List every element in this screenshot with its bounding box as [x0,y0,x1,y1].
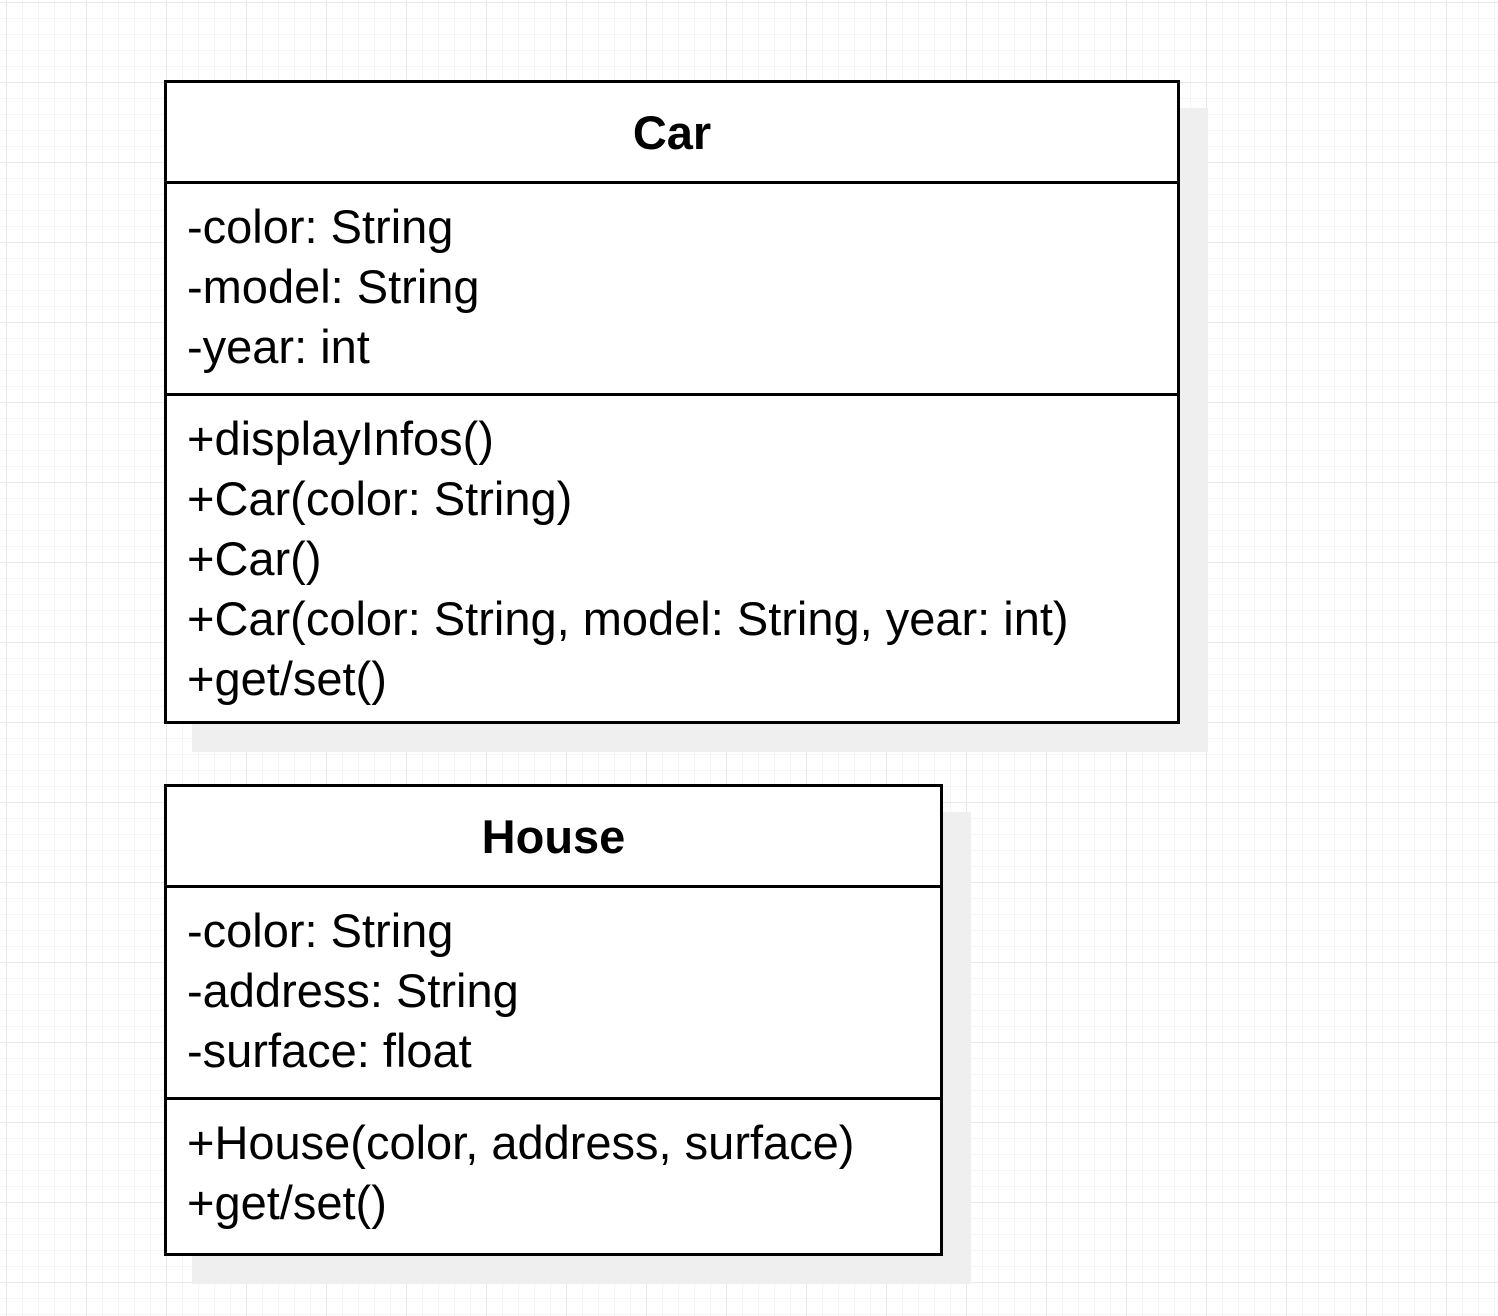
method: +House(color, address, surface) [187,1116,855,1169]
class-name: House [167,787,940,888]
attribute: -year: int [187,320,370,373]
method: +Car(color: String, model: String, year:… [187,592,1069,645]
attributes-section: -color: String -model: String -year: int [167,184,1177,396]
class-house[interactable]: House -color: String -address: String -s… [164,784,943,1256]
attribute: -color: String [187,904,454,957]
method: +Car() [187,532,322,585]
method: +Car(color: String) [187,472,573,525]
method: +get/set() [187,1176,387,1229]
attribute: -address: String [187,964,519,1017]
method: +get/set() [187,652,387,705]
method: +displayInfos() [187,412,494,465]
attribute: -model: String [187,260,480,313]
class-name: Car [167,83,1177,184]
class-car[interactable]: Car -color: String -model: String -year:… [164,80,1180,724]
attributes-section: -color: String -address: String -surface… [167,888,940,1100]
methods-section: +House(color, address, surface) +get/set… [167,1100,940,1233]
methods-section: +displayInfos() +Car(color: String) +Car… [167,396,1177,709]
attribute: -surface: float [187,1024,472,1077]
attribute: -color: String [187,200,454,253]
